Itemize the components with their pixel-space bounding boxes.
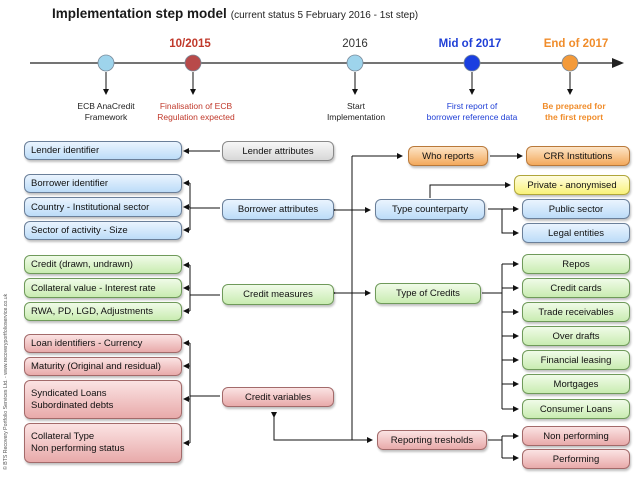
box-borrower-attributes: Borrower attributes [222,199,334,220]
out-over-drafts: Over drafts [522,326,630,346]
milestone-desc: ECB AnaCredit Framework [77,101,135,122]
out-financial-leasing: Financial leasing [522,350,630,370]
out-repos: Repos [522,254,630,274]
item-loan-identifiers: Loan identifiers - Currency [24,334,182,353]
milestone-dot [184,54,202,72]
box-credit-variables: Credit variables [222,387,334,407]
diagram-title: Implementation step model(current status… [52,6,418,21]
out-public-sector: Public sector [522,199,630,219]
out-mortgages: Mortgages [522,374,630,394]
milestone-desc: Be prepared for the first report [542,101,606,122]
box-type-counterparty: Type counterparty [375,199,485,220]
milestone-desc: First report of borrower reference data [426,101,518,122]
milestone-dot [346,54,364,72]
milestone-label: 2016 [342,38,368,50]
out-credit-cards: Credit cards [522,278,630,298]
milestone-label: 10/2015 [169,38,211,50]
milestone-dot [463,54,481,72]
item-borrower-identifier: Borrower identifier [24,174,182,193]
timeline-dots [97,54,579,95]
milestone-desc: Finalisation of ECB Regulation expected [157,101,235,122]
milestone-dot [97,54,115,72]
out-non-performing: Non performing [522,426,630,446]
milestone-desc: Start Implementation [326,101,386,122]
timeline-arrowhead [612,58,624,68]
out-trade-receivables: Trade receivables [522,302,630,322]
title-subtitle: (current status 5 February 2016 - 1st st… [230,10,419,21]
milestone-label: Mid of 2017 [438,38,502,50]
item-rwa: RWA, PD, LGD, Adjustments [24,302,182,321]
item-maturity: Maturity (Original and residual) [24,357,182,376]
item-credit-drawn: Credit (drawn, undrawn) [24,255,182,274]
milestone-dot [561,54,579,72]
out-crr-institutions: CRR Institutions [526,146,630,166]
box-type-of-credits: Type of Credits [375,283,481,304]
item-lender-identifier: Lender identifier [24,141,182,160]
box-credit-measures: Credit measures [222,284,334,305]
title-text: Implementation step model [52,6,227,21]
item-sector-activity: Sector of activity - Size [24,221,182,240]
out-performing: Performing [522,449,630,469]
out-legal-entities: Legal entities [522,223,630,243]
item-collateral-value: Collateral value - Interest rate [24,278,182,298]
box-who-reports: Who reports [408,146,488,166]
item-country-sector: Country - Institutional sector [24,197,182,217]
milestone-label: End of 2017 [543,38,609,50]
out-private-anonymised: Private - anonymised [514,175,630,195]
box-reporting-tresholds: Reporting tresholds [377,430,487,450]
box-lender-attributes: Lender attributes [222,141,334,161]
out-consumer-loans: Consumer Loans [522,399,630,419]
